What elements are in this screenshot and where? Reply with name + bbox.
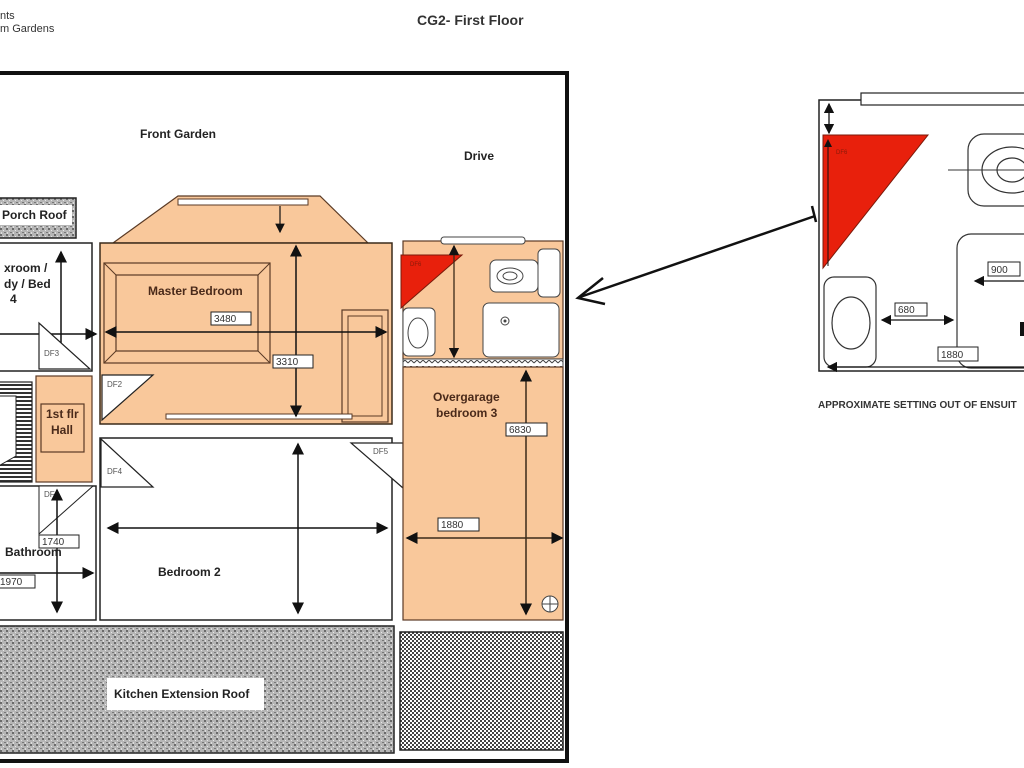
plot-boundary — [0, 71, 569, 763]
df-bath-label: DF — [44, 490, 55, 499]
master-wardrobe — [341, 309, 389, 423]
df-ensuite-label: DF6 — [410, 262, 422, 268]
df5-label: DF5 — [373, 447, 389, 456]
hall-label-2: Hall — [51, 423, 73, 437]
garage-roof — [399, 631, 564, 751]
bedroom-2 — [99, 437, 393, 621]
overgarage-label-2: bedroom 3 — [436, 406, 498, 420]
door-frame-df2 — [101, 374, 155, 422]
door-frame-df3 — [38, 321, 92, 370]
df4-label: DF4 — [107, 467, 123, 476]
door-frame-df4 — [100, 437, 155, 488]
drive-label: Drive — [464, 149, 494, 163]
overgarage-label-1: Overgarage — [433, 390, 500, 404]
kitchen-roof-label: Kitchen Extension Roof — [114, 687, 250, 701]
drawing-title: CG2- First Floor — [417, 12, 524, 28]
df3-label: DF3 — [44, 349, 60, 358]
ensuite-dim-1880: 1880 — [941, 350, 964, 361]
first-floor-hall — [35, 375, 93, 483]
porch-roof-label: Porch Roof — [2, 208, 68, 222]
header-line-1: nts — [0, 10, 15, 22]
window-master-rear — [165, 413, 353, 420]
overgarage-dim-width: 1880 — [441, 520, 464, 531]
project-header: nts m Gardens — [0, 10, 54, 36]
df2-label: DF2 — [107, 380, 123, 389]
overgarage-bedroom-3 — [402, 366, 564, 621]
ensuite-detail: DF6 900 680 1880 — [818, 92, 1024, 373]
ensuite-detail-caption: APPROXIMATE SETTING OUT OF ENSUIT — [818, 400, 1017, 411]
bathroom-dim-length: 1740 — [42, 537, 65, 548]
bathroom-dim-width: 1970 — [0, 577, 23, 588]
ensuite-dim-680: 680 — [898, 305, 915, 316]
overgarage-dim-length: 6830 — [509, 425, 532, 436]
stud-wall — [402, 358, 564, 368]
detail-callout-arrow — [579, 214, 816, 299]
ensuite-detail-door-frame — [822, 134, 930, 270]
door-frame-ensuite — [400, 254, 464, 310]
master-dim-depth: 3310 — [276, 357, 299, 368]
master-bedroom-label: Master Bedroom — [148, 284, 243, 298]
ensuite-shower-tray — [482, 302, 560, 358]
front-garden-label: Front Garden — [140, 127, 216, 141]
ensuite-detail-df-label: DF6 — [836, 150, 848, 156]
hall-label-1: 1st flr — [46, 407, 79, 421]
master-dim-width: 3480 — [214, 314, 237, 325]
boxroom-label-1: xroom / — [4, 261, 48, 275]
window-master-front — [177, 198, 309, 206]
boxroom-label-3: 4 — [10, 292, 17, 306]
boxroom-label-2: dy / Bed — [4, 277, 51, 291]
bedroom-2-label: Bedroom 2 — [158, 565, 221, 579]
ensuite-dim-900: 900 — [991, 265, 1008, 276]
header-line-2: m Gardens — [0, 23, 55, 35]
